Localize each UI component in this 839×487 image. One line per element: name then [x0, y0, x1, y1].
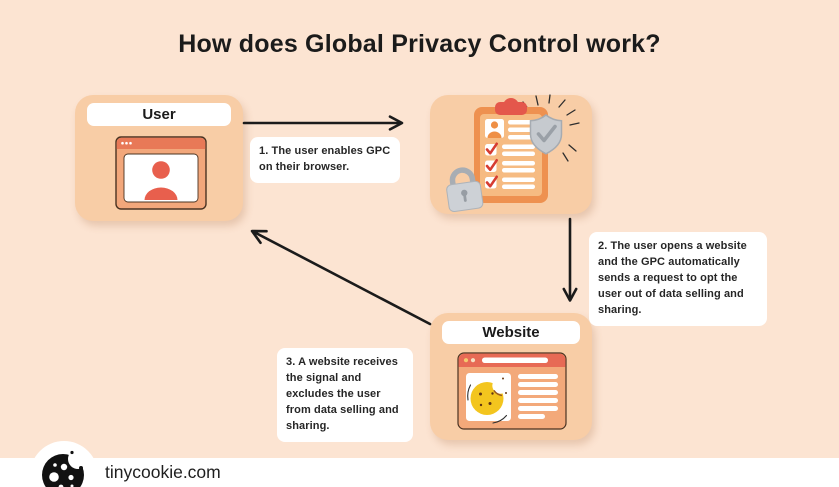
website-browser-icon	[457, 352, 567, 430]
text-lines-icon	[508, 120, 535, 140]
page-title: How does Global Privacy Control work?	[178, 30, 661, 58]
user-node: User	[75, 95, 243, 221]
footer-bar	[0, 458, 839, 487]
step-2-callout: 2. The user opens a website and the GPC …	[589, 232, 767, 326]
gpc-node	[430, 94, 592, 214]
arrow-gpc-to-website	[562, 217, 578, 302]
step-2-text: 2. The user opens a website and the GPC …	[598, 240, 747, 316]
website-node-label: Website	[442, 321, 580, 344]
step-1-callout: 1. The user enables GPC on their browser…	[250, 137, 400, 183]
arrow-website-to-user	[250, 229, 432, 326]
arrow-user-to-gpc	[242, 115, 404, 131]
shield-check-icon	[529, 114, 563, 155]
step-1-text: 1. The user enables GPC on their browser…	[259, 145, 391, 173]
clip-icon	[495, 98, 527, 115]
cookie-icon	[470, 377, 509, 415]
lock-icon	[446, 167, 484, 213]
motion-line-icon	[467, 384, 472, 401]
gpc-clipboard-icon	[446, 94, 580, 213]
user-browser-icon	[115, 136, 207, 210]
user-node-label: User	[87, 103, 231, 126]
motion-line-icon	[492, 414, 508, 424]
cookie-logo-icon	[42, 449, 88, 487]
step-3-callout: 3. A website receives the signal and exc…	[277, 348, 413, 442]
logo-circle	[30, 441, 98, 487]
brand-text: tinycookie.com	[105, 462, 221, 482]
website-node: Website	[430, 313, 592, 440]
step-3-text: 3. A website receives the signal and exc…	[286, 356, 399, 432]
text-lines-icon	[518, 374, 558, 419]
checklist-icon	[485, 142, 535, 189]
profile-photo-icon	[485, 119, 504, 138]
